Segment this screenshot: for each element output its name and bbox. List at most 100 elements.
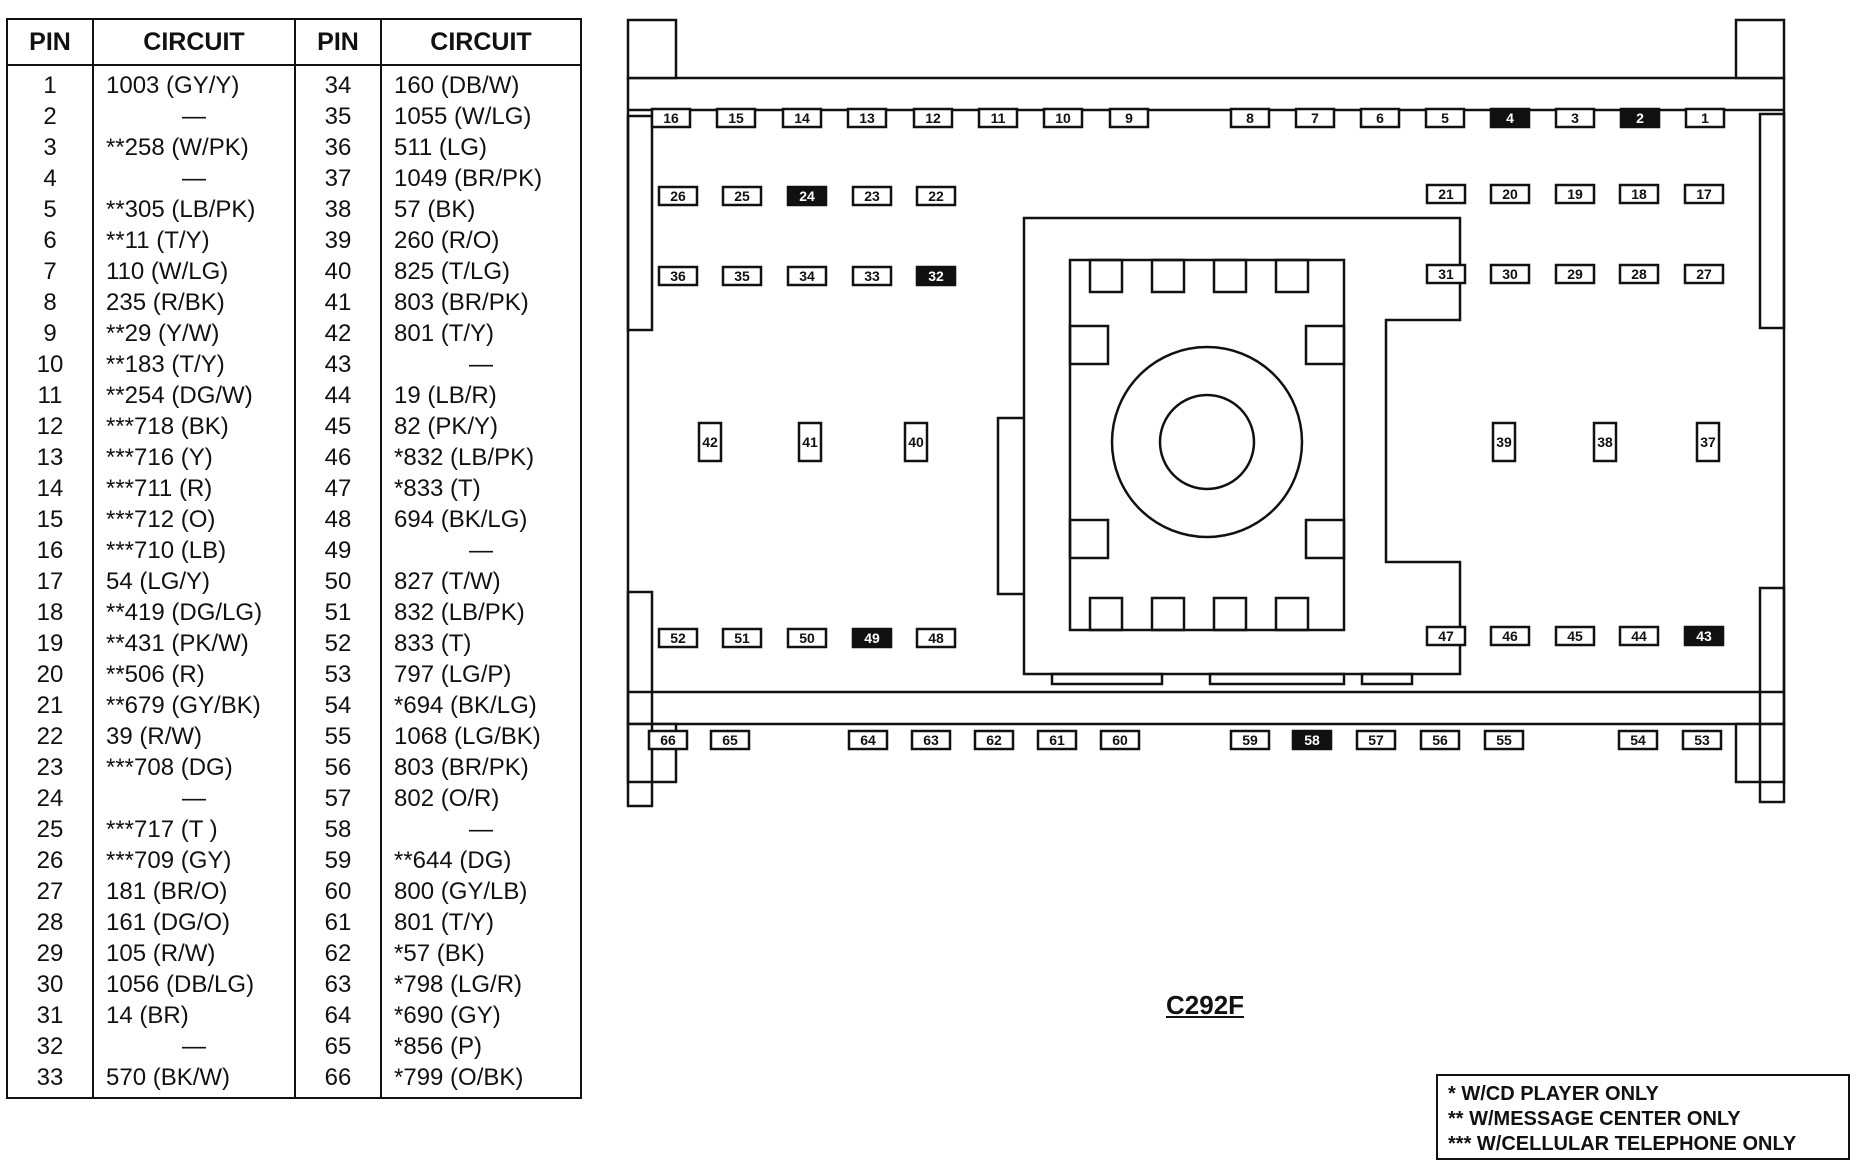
pin-number: 4 (6, 163, 94, 194)
side-rail-left-lower (626, 590, 654, 808)
pin-cavity-63 (910, 729, 952, 751)
pin-number: 46 (294, 442, 382, 473)
header-circuit-right: CIRCUIT (380, 18, 582, 66)
pin-cavity-label: 23 (864, 188, 880, 204)
pin-cavity-50 (786, 627, 828, 649)
pin-cavity-44 (1618, 625, 1660, 647)
pin-cavity-35 (721, 265, 763, 287)
circuit-value: 802 (O/R) (380, 783, 582, 814)
circuit-value: — (380, 814, 582, 845)
pin-number: 21 (6, 690, 94, 721)
legend-box: * W/CD PLAYER ONLY ** W/MESSAGE CENTER O… (1436, 1074, 1850, 1160)
pin-number: 64 (294, 1000, 382, 1031)
pin-number: 48 (294, 504, 382, 535)
table-row: 10**183 (T/Y)43— (6, 349, 582, 380)
pin-number: 57 (294, 783, 382, 814)
pin-cavity-31 (1425, 263, 1467, 285)
pin-cavity-label: 37 (1700, 434, 1716, 450)
pin-cavity-51 (721, 627, 763, 649)
circuit-value: — (92, 783, 296, 814)
pin-cavity-11 (977, 107, 1019, 129)
pin-cavity-33 (851, 265, 893, 287)
circuit-value: **258 (W/PK) (92, 132, 296, 163)
pin-cavity-label: 42 (702, 434, 718, 450)
pin-cavity-label: 66 (660, 732, 676, 748)
pin-cavity-59 (1229, 729, 1271, 751)
circuit-value: *856 (P) (380, 1031, 582, 1062)
pin-cavity-label: 11 (991, 110, 1006, 126)
pin-cavity-61 (1036, 729, 1078, 751)
pin-cavity-label: 50 (799, 630, 815, 646)
pin-cavity-55 (1483, 729, 1525, 751)
table-header-row: PIN CIRCUIT PIN CIRCUIT (6, 18, 582, 66)
pin-cavity-34 (786, 265, 828, 287)
pin-cavity-label: 16 (663, 110, 679, 126)
pin-cavity-label: 22 (928, 188, 944, 204)
pin-cavity-27 (1683, 263, 1725, 285)
circuit-value: 827 (T/W) (380, 566, 582, 597)
circuit-value: 54 (LG/Y) (92, 566, 296, 597)
pin-cavity-label: 19 (1567, 186, 1583, 202)
pin-number: 14 (6, 473, 94, 504)
pin-cavity-label: 5 (1441, 110, 1449, 126)
pin-cavity-37 (1695, 421, 1721, 463)
pin-cavity-47 (1425, 625, 1467, 647)
pin-cavity-38 (1592, 421, 1618, 463)
pin-number: 33 (6, 1062, 94, 1098)
circuit-value: *799 (O/BK) (380, 1062, 582, 1098)
housing-body (626, 76, 1786, 726)
pin-cavity-22 (915, 185, 957, 207)
pin-cavity-25 (721, 185, 763, 207)
pin-cavity-45 (1554, 625, 1596, 647)
pin-cavity-label: 65 (722, 732, 738, 748)
pin-cavity-label: 7 (1311, 110, 1319, 126)
circuit-value: — (380, 349, 582, 380)
pin-cavity-10 (1042, 107, 1084, 129)
pin-number: 26 (6, 845, 94, 876)
pin-cavity-label: 52 (670, 630, 686, 646)
pin-cavity-42 (697, 421, 723, 463)
pin-cavity-52 (657, 627, 699, 649)
pin-cavity-label: 3 (1571, 110, 1579, 126)
pin-cavity-19 (1554, 183, 1596, 205)
pin-cavity-18 (1618, 183, 1660, 205)
pin-number: 36 (294, 132, 382, 163)
pin-number: 13 (6, 442, 94, 473)
pin-cavity-label: 48 (928, 630, 944, 646)
pin-number: 19 (6, 628, 94, 659)
circuit-value: **679 (GY/BK) (92, 690, 296, 721)
pin-number: 60 (294, 876, 382, 907)
pin-number: 39 (294, 225, 382, 256)
pin-cavity-13 (846, 107, 888, 129)
pin-number: 29 (6, 938, 94, 969)
inner-receptacle (1068, 258, 1346, 632)
pin-cavity-15 (715, 107, 757, 129)
circuit-value: **183 (T/Y) (92, 349, 296, 380)
pin-number: 43 (294, 349, 382, 380)
circuit-value: 105 (R/W) (92, 938, 296, 969)
circuit-value: 82 (PK/Y) (380, 411, 582, 442)
circuit-value: **305 (LB/PK) (92, 194, 296, 225)
pin-cavity-label: 28 (1631, 266, 1647, 282)
pin-number: 31 (6, 1000, 94, 1031)
pin-cavity-label: 36 (670, 268, 686, 284)
pin-cavity-label: 49 (864, 630, 880, 646)
pin-cavity-30 (1489, 263, 1531, 285)
pin-number: 12 (6, 411, 94, 442)
pin-cavity-label: 35 (734, 268, 750, 284)
circuit-value: *798 (LG/R) (380, 969, 582, 1000)
pin-cavity-label: 18 (1631, 186, 1647, 202)
pin-cavity-17 (1683, 183, 1725, 205)
circuit-value: **644 (DG) (380, 845, 582, 876)
header-circuit-left: CIRCUIT (92, 18, 296, 66)
circuit-value: 832 (LB/PK) (380, 597, 582, 628)
